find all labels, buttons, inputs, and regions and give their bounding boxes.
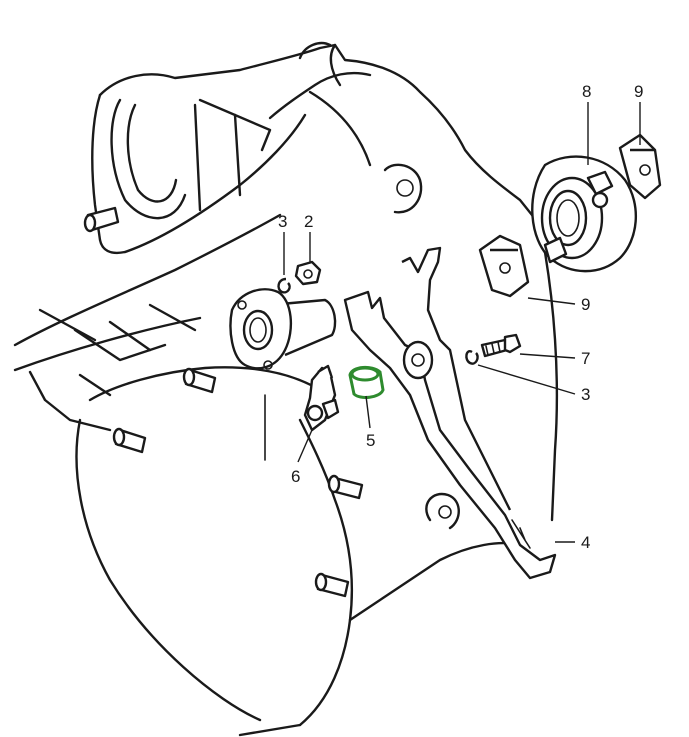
guide-sleeve	[229, 288, 337, 461]
callout-2: 2	[304, 212, 313, 231]
nut	[294, 260, 322, 286]
release-lever	[343, 246, 557, 580]
dowel-pin	[83, 206, 120, 233]
transmission-housing	[13, 41, 559, 737]
release-bearing	[531, 155, 637, 273]
dowel-pin	[112, 427, 147, 454]
callout-4: 4	[581, 533, 590, 552]
fork-finger	[303, 364, 340, 432]
callout-6: 6	[291, 467, 300, 486]
callout-3-right: 3	[581, 385, 590, 404]
callout-3-top: 3	[278, 212, 287, 231]
bushing	[348, 366, 385, 399]
dowel-pins	[83, 206, 364, 598]
callout-7: 7	[581, 349, 590, 368]
callout-8: 8	[582, 82, 591, 101]
retaining-clip-top	[618, 133, 662, 200]
callout-labels: 8 9 3 2 9 7 3 4 5 6	[278, 82, 643, 552]
circlip-top	[277, 277, 291, 294]
dowel-pin	[327, 474, 364, 500]
callout-5: 5	[366, 431, 375, 450]
callout-9-right: 9	[581, 295, 590, 314]
dowel-pin	[182, 367, 217, 394]
circlip-right	[465, 350, 479, 365]
callout-9-top: 9	[634, 82, 643, 101]
bushing-rim	[350, 366, 380, 382]
retaining-clip-right	[478, 234, 530, 298]
callout-leaders	[283, 102, 641, 543]
dowel-pin	[314, 572, 350, 598]
bolt	[480, 333, 522, 358]
